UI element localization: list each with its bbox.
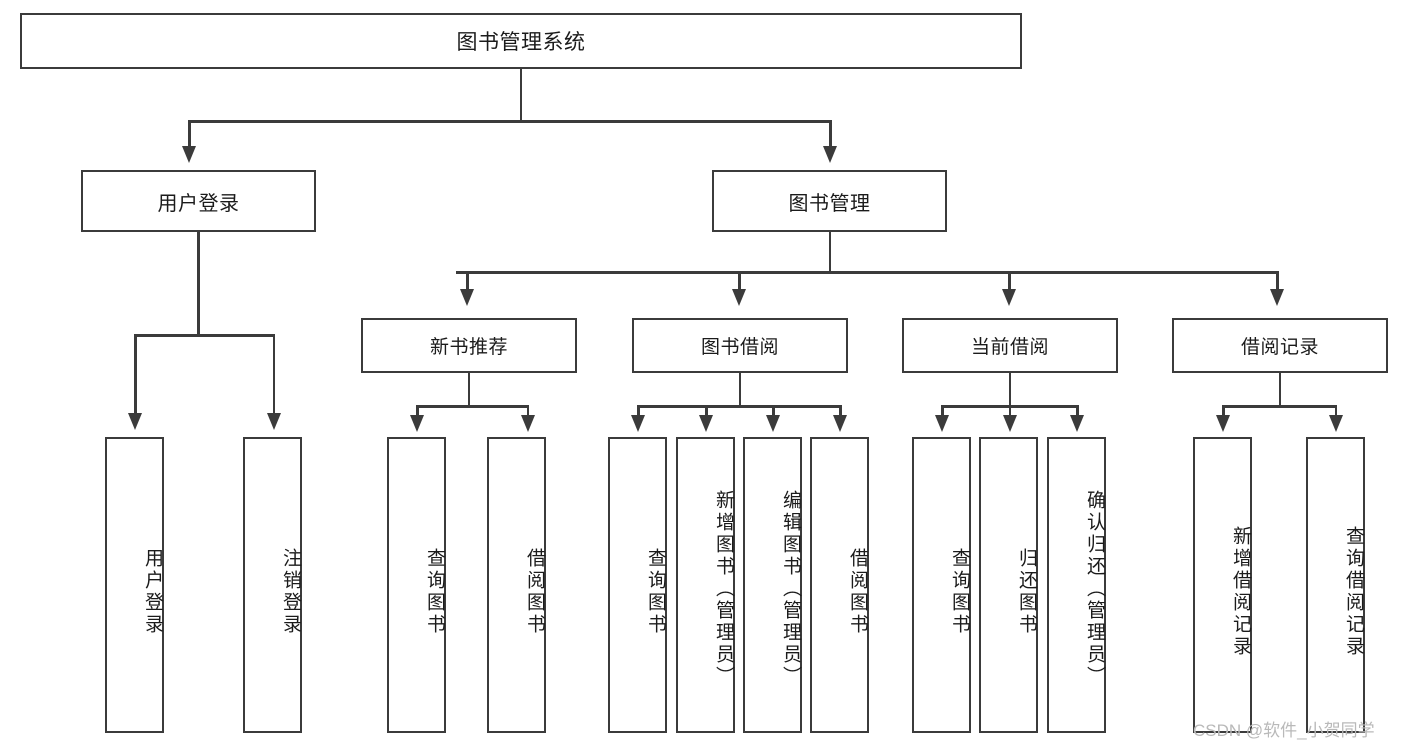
leaf-query-book-recommend[interactable]: 查询图书 <box>387 437 446 733</box>
connector-root-drop-left <box>188 120 191 148</box>
leaf-borrow-book[interactable]: 借阅图书 <box>810 437 869 733</box>
arrow-to-leaf-query-book-3 <box>935 415 949 432</box>
leaf-borrow-book-recommend[interactable]: 借阅图书 <box>487 437 546 733</box>
node-label: 查询借阅记录 <box>1343 526 1364 658</box>
arrow-to-leaf-user-login <box>128 413 142 430</box>
arrow-to-leaf-logout <box>266 413 281 430</box>
arrow-to-leaf-confirm-return <box>1070 415 1084 432</box>
connector-user-login-drop-2 <box>272 334 275 415</box>
node-label: 查询图书 <box>645 548 666 636</box>
connector-book-borrow-drop-3 <box>772 405 775 417</box>
node-book-management[interactable]: 图书管理 <box>712 170 947 232</box>
arrow-to-leaf-edit-book <box>766 415 780 432</box>
connector-book-borrow-drop-4 <box>839 405 842 417</box>
connector-user-login-bus <box>134 334 275 337</box>
arrow-to-leaf-return-book <box>1002 415 1017 432</box>
node-label: 图书借阅 <box>700 337 779 358</box>
connector-borrow-record-stem <box>1278 373 1281 407</box>
node-user-login[interactable]: 用户登录 <box>81 170 316 232</box>
connector-lvl2-drop-3 <box>1008 271 1011 291</box>
leaf-confirm-return-admin[interactable]: 确认归还（管理员） <box>1047 437 1106 733</box>
leaf-edit-book-admin[interactable]: 编辑图书（管理员） <box>743 437 802 733</box>
connector-book-borrow-drop-1 <box>637 405 640 417</box>
leaf-return-book[interactable]: 归还图书 <box>979 437 1038 733</box>
leaf-query-book-current[interactable]: 查询图书 <box>912 437 971 733</box>
node-borrow-record[interactable]: 借阅记录 <box>1172 318 1388 373</box>
node-label: 图书管理系统 <box>456 31 586 54</box>
node-label: 查询图书 <box>424 548 445 636</box>
node-label: 新书推荐 <box>429 337 508 358</box>
leaf-query-book-borrow[interactable]: 查询图书 <box>608 437 667 733</box>
connector-book-borrow-stem <box>738 373 741 407</box>
arrow-to-current-borrow <box>1002 289 1016 306</box>
connector-book-borrow-drop-2 <box>705 405 708 417</box>
connector-current-borrow-drop-1 <box>941 405 944 417</box>
connector-root-bus <box>188 120 831 123</box>
arrow-to-user-login <box>182 146 196 163</box>
node-label: 借阅图书 <box>847 548 868 636</box>
arrow-to-borrow-record <box>1270 289 1284 306</box>
node-label: 用户登录 <box>157 192 240 215</box>
leaf-add-book-admin[interactable]: 新增图书（管理员） <box>676 437 735 733</box>
arrow-to-book-management <box>823 146 837 163</box>
connector-lvl2-drop-4 <box>1276 271 1279 291</box>
node-label: 注销登录 <box>280 548 301 636</box>
arrow-to-new-book-recommend <box>460 289 474 306</box>
arrow-to-leaf-borrow-book-2 <box>833 415 847 432</box>
connector-book-management-bus <box>456 271 1278 274</box>
arrow-to-book-borrow <box>732 289 746 306</box>
leaf-logout[interactable]: 注销登录 <box>243 437 302 733</box>
arrow-to-leaf-query-book-1 <box>410 415 424 432</box>
arrow-to-leaf-query-record <box>1328 415 1343 432</box>
node-root-book-management-system[interactable]: 图书管理系统 <box>20 13 1022 69</box>
csdn-watermark: CSDN @软件_小贺同学 <box>1193 721 1375 740</box>
connector-root-drop-right <box>829 120 832 148</box>
node-label: 新增借阅记录 <box>1230 526 1251 658</box>
connector-borrow-record-drop-2 <box>1334 405 1337 417</box>
connector-new-book-drop-1 <box>416 405 419 417</box>
connector-user-login-stem <box>197 232 200 336</box>
connector-borrow-record-bus <box>1222 405 1337 408</box>
arrow-to-leaf-add-record <box>1216 415 1230 432</box>
connector-book-management-stem <box>828 232 831 273</box>
leaf-add-borrow-record[interactable]: 新增借阅记录 <box>1193 437 1252 733</box>
node-book-borrow[interactable]: 图书借阅 <box>632 318 848 373</box>
connector-new-book-bus <box>416 405 529 408</box>
node-label: 用户登录 <box>142 548 163 636</box>
connector-new-book-drop-2 <box>526 405 529 417</box>
node-label: 新增图书（管理员） <box>713 490 734 688</box>
node-label: 借阅图书 <box>524 548 545 636</box>
node-label: 借阅记录 <box>1240 337 1319 358</box>
connector-lvl2-drop-2 <box>738 271 741 291</box>
connector-lvl2-drop-1 <box>466 271 469 291</box>
node-label: 编辑图书（管理员） <box>780 490 801 688</box>
connector-current-borrow-drop-3 <box>1076 405 1079 417</box>
node-label: 图书管理 <box>788 192 871 215</box>
connector-root-stem <box>519 69 522 122</box>
leaf-query-borrow-record[interactable]: 查询借阅记录 <box>1306 437 1365 733</box>
connector-book-borrow-bus <box>637 405 841 408</box>
connector-current-borrow-drop-2 <box>1008 405 1011 417</box>
node-label: 归还图书 <box>1016 548 1037 636</box>
connector-user-login-drop-1 <box>134 334 137 415</box>
leaf-user-login[interactable]: 用户登录 <box>105 437 164 733</box>
node-label: 查询图书 <box>949 548 970 636</box>
node-new-book-recommend[interactable]: 新书推荐 <box>361 318 577 373</box>
node-label: 确认归还（管理员） <box>1084 490 1105 688</box>
arrow-to-leaf-borrow-book-1 <box>520 415 535 432</box>
arrow-to-leaf-query-book-2 <box>631 415 645 432</box>
connector-borrow-record-drop-1 <box>1222 405 1225 417</box>
arrow-to-leaf-add-book <box>699 415 713 432</box>
node-label: 当前借阅 <box>970 337 1049 358</box>
node-current-borrow[interactable]: 当前借阅 <box>902 318 1118 373</box>
connector-new-book-stem <box>467 373 470 407</box>
connector-current-borrow-stem <box>1008 373 1011 407</box>
